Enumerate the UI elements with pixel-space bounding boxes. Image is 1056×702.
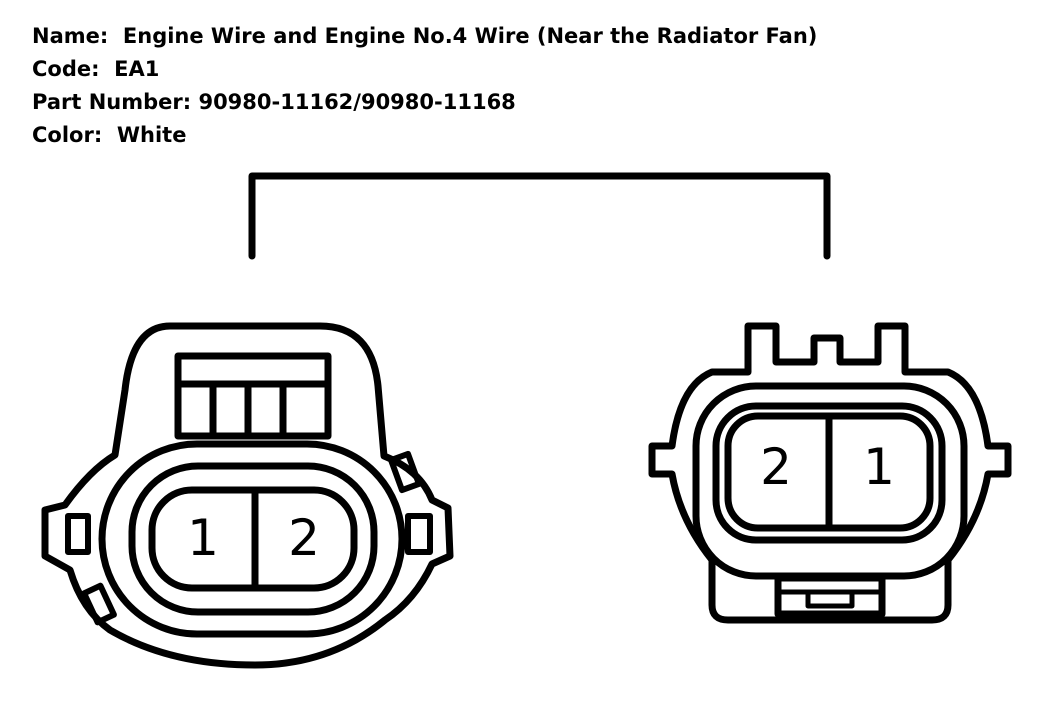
color-line: Color: White (32, 123, 186, 147)
left-connector-side-tab-left (65, 513, 91, 555)
left-connector-rib-bottom (81, 582, 117, 626)
part-number-value: 90980-11162/90980-11168 (198, 90, 516, 114)
left-connector-pin-label: 1 (187, 509, 219, 567)
part-number-line: Part Number: 90980-11162/90980-11168 (32, 90, 516, 114)
part-number-label: Part Number: (32, 90, 192, 114)
right-connector-lock (774, 574, 886, 618)
right-connector-cavity (712, 402, 946, 544)
name-value: Engine Wire and Engine No.4 Wire (Near t… (122, 24, 818, 48)
code-line: Code: EA1 (32, 57, 159, 81)
code-label: Code: (32, 57, 100, 81)
left-connector-pin-label: 2 (288, 509, 320, 567)
name-label: Name: (32, 24, 109, 48)
left-connector-side-tab-right (405, 513, 433, 555)
right-connector (648, 322, 1012, 624)
color-label: Color: (32, 123, 103, 147)
code-value: EA1 (114, 57, 160, 81)
left-connector-rib-top (388, 450, 422, 494)
connection-bracket (248, 172, 831, 260)
left-connector-cavity (128, 462, 378, 616)
name-line: Name: Engine Wire and Engine No.4 Wire (… (32, 24, 817, 48)
left-connector (41, 322, 454, 669)
left-connector-latch (174, 352, 332, 440)
left-connector-outer-shell (41, 322, 454, 669)
right-connector-outer-shell (648, 322, 1012, 624)
color-value: White (116, 123, 187, 147)
left-connector-housing (98, 440, 406, 638)
right-connector-pin-label: 1 (863, 438, 895, 496)
right-connector-pin-label: 2 (760, 438, 792, 496)
